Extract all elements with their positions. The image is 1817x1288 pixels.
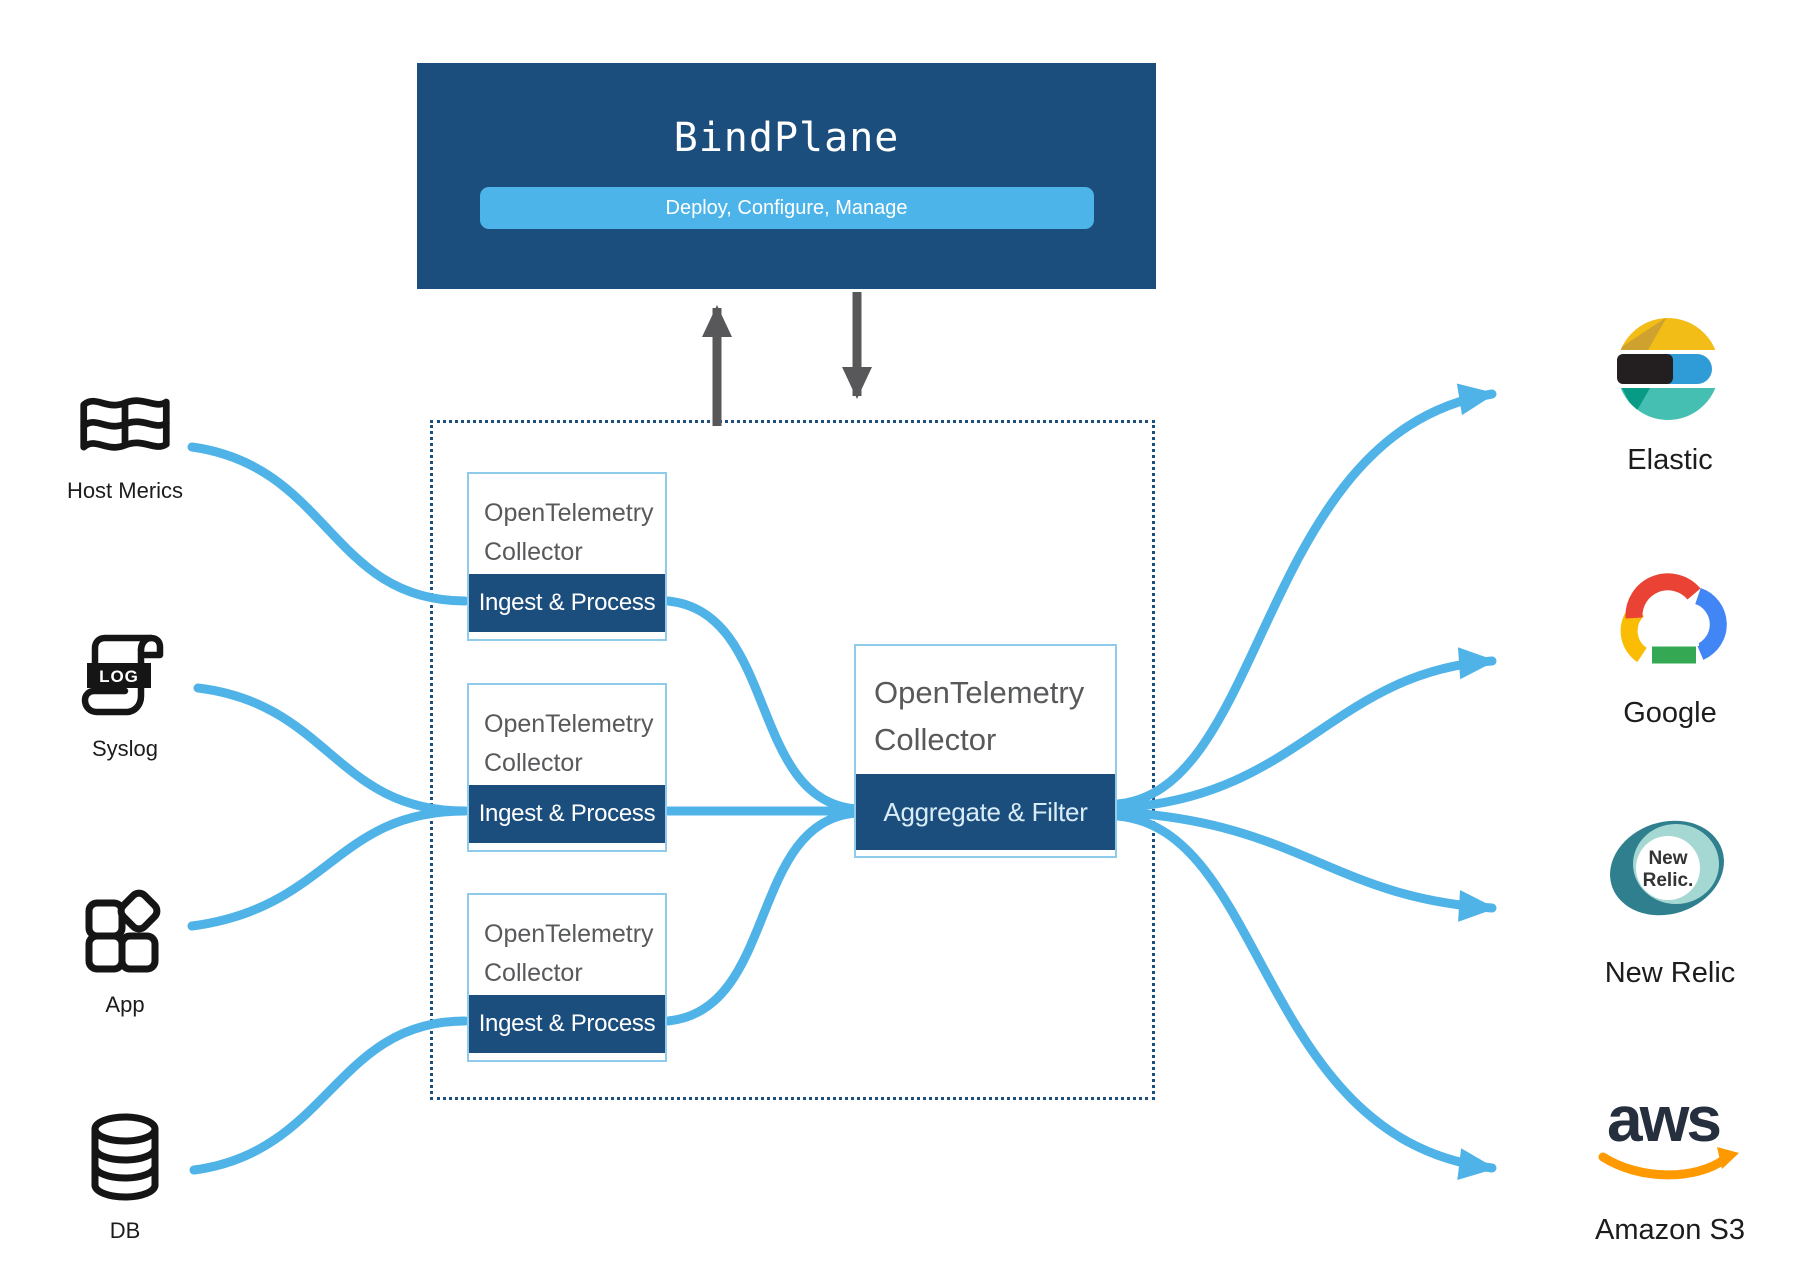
- aggregate-filter-bar: Aggregate & Filter: [856, 774, 1115, 850]
- source-label: Syslog: [91, 736, 159, 761]
- destination-elastic: Elastic: [1570, 315, 1770, 477]
- ingest-process-bar: Ingest & Process: [469, 995, 665, 1053]
- bindplane-title: BindPlane: [673, 115, 900, 161]
- collector-title: OpenTelemetry Collector: [874, 675, 1085, 757]
- gateway-collector: OpenTelemetry Collector Aggregate & Filt…: [854, 644, 1117, 858]
- deploy-configure-manage-pill: Deploy, Configure, Manage: [479, 187, 1094, 229]
- edge-collector-1: OpenTelemetry Collector Ingest & Process: [467, 472, 667, 641]
- ingest-process-bar: Ingest & Process: [469, 574, 665, 632]
- bindplane-box: BindPlane Deploy, Configure, Manage: [417, 63, 1156, 289]
- destination-label: Elastic: [1627, 444, 1713, 476]
- app-grid-icon: [85, 889, 161, 973]
- new-relic-logo-text-line2: Relic.: [1643, 870, 1694, 891]
- curve-syslog-to-collector2: [193, 683, 470, 816]
- database-icon: [91, 1113, 159, 1201]
- destination-newrelic: New Relic. New Relic: [1570, 804, 1770, 990]
- collector-title: OpenTelemetry Collector: [484, 710, 654, 777]
- aws-smile-arrowhead: [1717, 1147, 1739, 1169]
- destination-aws: aws Amazon S3: [1570, 1083, 1770, 1247]
- curve-collector1-to-gateway: [663, 596, 861, 814]
- source-db: DB: [30, 1108, 220, 1244]
- new-relic-logo-text-line1: New: [1648, 848, 1687, 869]
- source-app: App: [30, 886, 220, 1018]
- curve-app-to-collector2: [187, 806, 470, 931]
- source-label: App: [105, 992, 145, 1017]
- pipeline-boundary: [430, 420, 1155, 1100]
- destination-label: Amazon S3: [1595, 1214, 1745, 1246]
- source-syslog: LOG Syslog: [30, 626, 220, 762]
- collector-title: OpenTelemetry Collector: [484, 499, 654, 566]
- curve-gateway-to-newrelic: [1113, 807, 1497, 922]
- aws-logo-text: aws: [1607, 1083, 1719, 1155]
- source-label: Host Merics: [66, 478, 184, 503]
- curve-gateway-to-amazons3: [1113, 811, 1497, 1180]
- collector-title: OpenTelemetry Collector: [484, 920, 654, 987]
- edge-collector-2: OpenTelemetry Collector Ingest & Process: [467, 683, 667, 852]
- curve-collector3-to-gateway: [663, 808, 861, 1026]
- log-band: [87, 663, 151, 688]
- source-host-metrics: Host Merics: [30, 384, 220, 504]
- curve-gateway-to-google: [1113, 647, 1497, 813]
- curve-gateway-to-elastic: [1113, 383, 1497, 809]
- destination-label: Google: [1623, 697, 1717, 729]
- log-scroll-icon: LOG: [81, 634, 164, 716]
- google-cloud-icon: [1620, 573, 1727, 664]
- source-label: DB: [109, 1218, 141, 1243]
- aws-logo-icon: aws: [1598, 1083, 1739, 1180]
- log-band-text: LOG: [99, 667, 139, 686]
- new-relic-logo-icon: New Relic.: [1610, 820, 1724, 916]
- edge-collector-3: OpenTelemetry Collector Ingest & Process: [467, 893, 667, 1062]
- aws-smile-swoosh: [1598, 1152, 1730, 1180]
- ingest-process-bar: Ingest & Process: [469, 785, 665, 843]
- elastic-logo-icon: [1617, 318, 1719, 420]
- destination-label: New Relic: [1604, 957, 1736, 989]
- curve-db-to-collector3: [189, 1016, 470, 1175]
- destination-google: Google: [1570, 558, 1770, 730]
- flag-icon: [80, 397, 170, 451]
- curve-hostmetrics-to-collector1: [187, 442, 470, 606]
